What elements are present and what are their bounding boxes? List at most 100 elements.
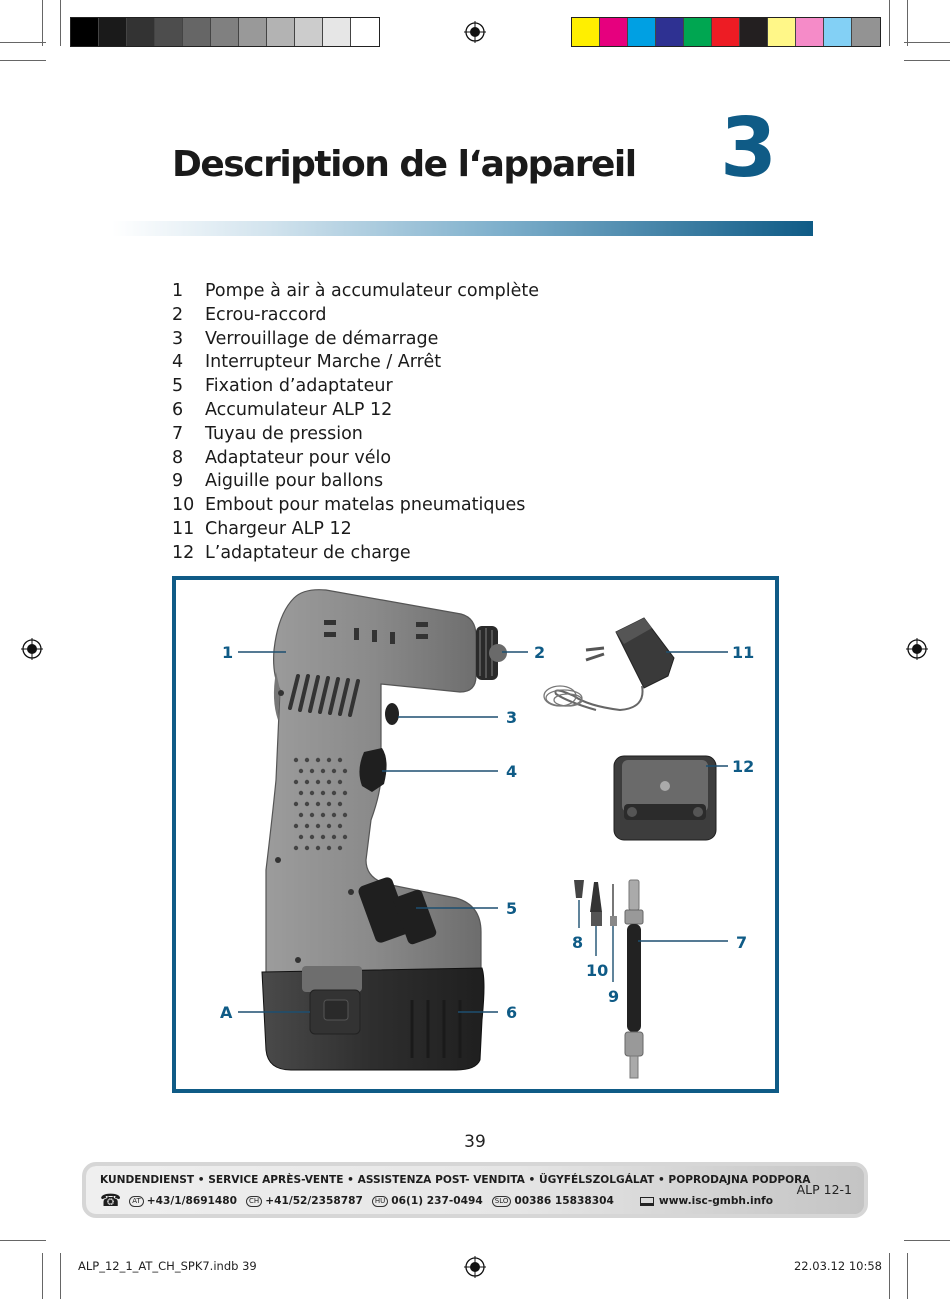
- pressure-hose: [624, 879, 644, 1079]
- phone-number: +43/1/8691480: [146, 1195, 238, 1207]
- registration-mark-icon: [464, 1256, 486, 1278]
- color-swatch: [768, 18, 796, 46]
- color-swatch: [572, 18, 600, 46]
- color-swatch: [600, 18, 628, 46]
- crop-mark: [907, 0, 908, 46]
- crop-mark: [42, 1253, 43, 1299]
- device-illustration: 1 2 3 4 5 6 A 11 12 7 8 10 9: [220, 589, 754, 1079]
- part-label: Adaptateur pour vélo: [205, 447, 392, 468]
- gray-swatch: [323, 18, 351, 46]
- crop-mark: [889, 1253, 890, 1299]
- callout-7: 7: [736, 933, 747, 952]
- part-number: 10: [172, 495, 195, 516]
- grayscale-calibration-bar: [70, 17, 380, 47]
- color-swatch: [740, 18, 768, 46]
- color-swatch: [684, 18, 712, 46]
- part-number: 5: [172, 376, 184, 397]
- service-info-box: KUNDENDIENST • SERVICE APRÈS-VENTE • ASS…: [82, 1162, 868, 1218]
- callout-3: 3: [506, 708, 517, 727]
- part-number: 12: [172, 542, 195, 563]
- crop-mark: [0, 60, 46, 61]
- country-code-badge: CH: [246, 1195, 263, 1207]
- color-swatch: [712, 18, 740, 46]
- part-label: Embout pour matelas pneumatiques: [205, 495, 526, 516]
- service-phone: CH+41/52/2358787: [246, 1195, 363, 1207]
- title-gradient-bar: [112, 221, 813, 236]
- page-number: 39: [464, 1132, 486, 1152]
- gray-swatch: [71, 18, 99, 46]
- crop-mark: [904, 1240, 950, 1241]
- chapter-number: 3: [720, 101, 777, 196]
- part-number: 6: [172, 399, 184, 420]
- list-item: 10 Embout pour matelas pneumatiques: [172, 494, 539, 518]
- part-number: 2: [172, 304, 184, 325]
- country-code-badge: SLO: [491, 1195, 512, 1207]
- phone-number: +41/52/2358787: [265, 1195, 363, 1207]
- gray-swatch: [351, 18, 379, 46]
- gray-swatch: [155, 18, 183, 46]
- color-calibration-bar: [571, 17, 881, 47]
- phone-number: 00386 15838304: [514, 1195, 614, 1207]
- part-number: 7: [172, 423, 184, 444]
- crop-mark: [889, 0, 890, 46]
- callout-5: 5: [506, 899, 517, 918]
- crop-mark: [0, 1240, 46, 1241]
- print-datetime: 22.03.12 10:58: [793, 1259, 882, 1273]
- callout-A: A: [220, 1003, 233, 1022]
- print-file-info: ALP_12_1_AT_CH_SPK7.indb 39: [78, 1259, 257, 1273]
- callout-10: 10: [586, 961, 608, 980]
- callout-12: 12: [732, 757, 754, 776]
- part-label: Tuyau de pression: [205, 423, 363, 444]
- registration-mark-icon: [464, 21, 486, 43]
- callout-lines: [238, 651, 728, 1013]
- part-label: Interrupteur Marche / Arrêt: [205, 352, 442, 373]
- part-number: 3: [172, 328, 184, 349]
- part-label: Pompe à air à accumulateur complète: [205, 281, 540, 301]
- gray-swatch: [267, 18, 295, 46]
- crop-mark: [0, 42, 46, 43]
- color-swatch: [796, 18, 824, 46]
- registration-mark-icon: [21, 638, 43, 660]
- callout-11: 11: [732, 643, 754, 662]
- charging-adapter: [613, 755, 717, 841]
- gray-swatch: [99, 18, 127, 46]
- phone-number: 06(1) 237-0494: [391, 1195, 483, 1207]
- part-number: 11: [172, 518, 195, 539]
- page-title: Description de l‘appareil: [172, 144, 637, 185]
- laptop-icon: [639, 1196, 654, 1206]
- list-item: 4 Interrupteur Marche / Arrêt: [172, 351, 539, 375]
- phone-icon: ☎: [100, 1191, 122, 1211]
- part-number: 4: [172, 352, 184, 373]
- list-item: 12 L’adaptateur de charge: [172, 542, 539, 566]
- callout-1: 1: [222, 643, 233, 662]
- callout-6: 6: [506, 1003, 517, 1022]
- part-label: Aiguille pour ballons: [205, 471, 384, 492]
- country-code-badge: HU: [371, 1195, 389, 1207]
- callout-2: 2: [534, 643, 545, 662]
- service-website[interactable]: www.isc-gmbh.info: [658, 1195, 774, 1207]
- part-label: L’adaptateur de charge: [205, 542, 411, 563]
- model-number: ALP 12-1: [796, 1182, 852, 1197]
- gray-swatch: [127, 18, 155, 46]
- part-number: 8: [172, 447, 184, 468]
- part-label: Ecrou-raccord: [205, 304, 327, 325]
- callout-9: 9: [608, 987, 619, 1006]
- crop-mark: [60, 0, 61, 46]
- callout-8: 8: [572, 933, 583, 952]
- list-item: 7 Tuyau de pression: [172, 423, 539, 447]
- color-swatch: [628, 18, 656, 46]
- gray-swatch: [295, 18, 323, 46]
- service-heading: KUNDENDIENST • SERVICE APRÈS-VENTE • ASS…: [100, 1174, 811, 1186]
- part-label: Fixation d’adaptateur: [205, 376, 393, 397]
- adapters-set: [574, 880, 617, 926]
- gray-swatch: [183, 18, 211, 46]
- list-item: 5 Fixation d’adaptateur: [172, 375, 539, 399]
